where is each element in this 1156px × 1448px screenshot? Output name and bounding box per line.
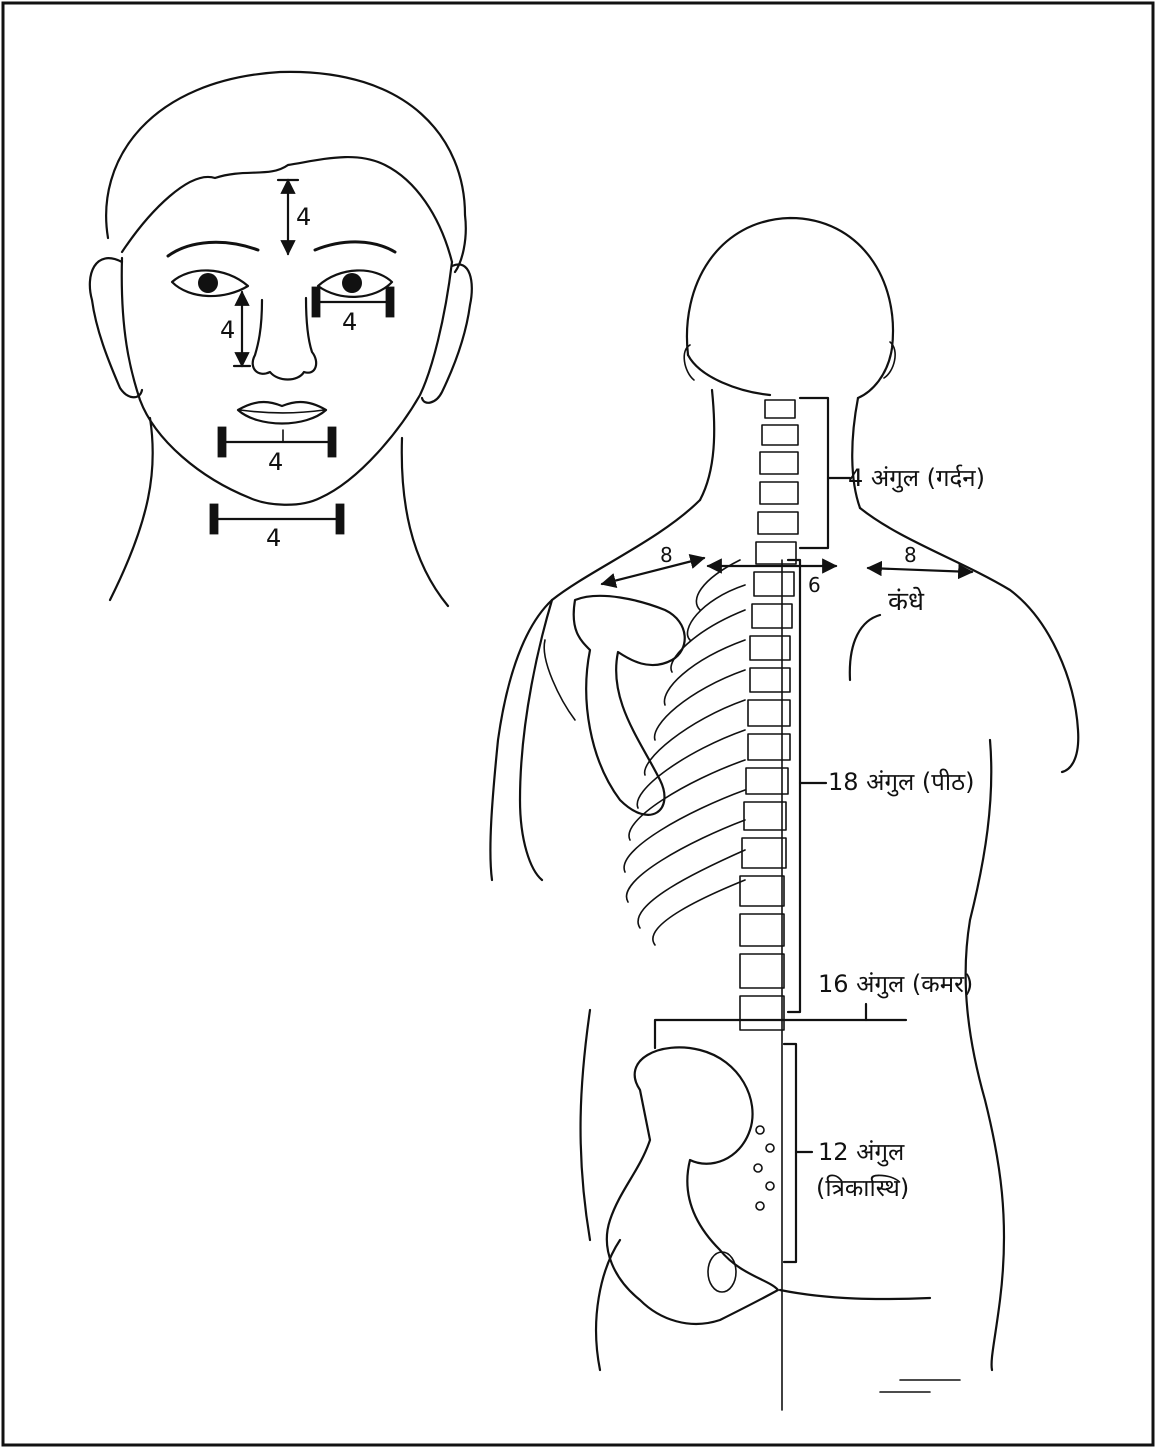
pelvis [607,1047,778,1324]
lower-marks [880,1380,960,1392]
right-ear [422,264,472,402]
right-eyebrow [315,242,395,252]
forehead-label: 4 [296,203,311,231]
neck-left [110,418,153,600]
hip-line [596,1240,620,1370]
sacrum-label-1: 12 अंगुल [818,1138,905,1167]
face-figure: 4 4 4 4 4 [90,72,472,606]
right-torso [966,740,1004,1370]
head-base [688,355,770,395]
right-iris [342,273,362,293]
waist-line [655,1020,906,1048]
neck-label: 4 अंगुल (गर्दन) [848,464,985,493]
hair-outline [106,72,466,272]
shoulder-right-label: 8 [904,543,917,567]
back-figure: 4 अंगुल (गर्दन) 18 अंगुल (पीठ) 16 अंगुल … [490,218,1078,1410]
shoulder-left-label: 8 [660,543,673,567]
obturator [708,1252,736,1292]
neck-bracket [800,398,828,548]
nose-label: 4 [220,316,235,344]
shoulder-right-arrow [868,568,972,572]
sacrum-dots [754,1126,774,1210]
head-outline [687,218,893,398]
buttock-line [780,1290,930,1299]
left-eyebrow [168,242,258,256]
scapula [574,596,685,815]
left-arm [520,600,552,880]
left-torso [581,1010,590,1240]
mouth-label: 4 [268,448,283,476]
shoulder-mid-label: 6 [808,573,821,597]
nose [253,298,316,380]
right-scapula-hint [850,615,880,680]
left-ribs [624,560,745,945]
page-border [3,3,1153,1445]
waist-label: 16 अंगुल (कमर) [818,970,973,999]
back-label: 18 अंगुल (पीठ) [828,768,974,797]
shoulder-word-label: कंधे [888,586,925,617]
spine [740,400,798,1030]
shoulder-left-arrow [602,558,704,584]
neck-right [402,438,448,606]
left-iris [198,273,218,293]
left-ear [90,258,142,397]
humerus-detail [544,640,575,720]
eye-label: 4 [342,308,357,336]
right-shoulder-line [860,508,1078,772]
sacrum-label-2: (त्रिकास्थि) [816,1174,909,1202]
sacrum-bracket [784,1044,796,1262]
chin-label: 4 [266,524,281,552]
neck-left-side [700,390,714,500]
lips-line [240,410,324,413]
